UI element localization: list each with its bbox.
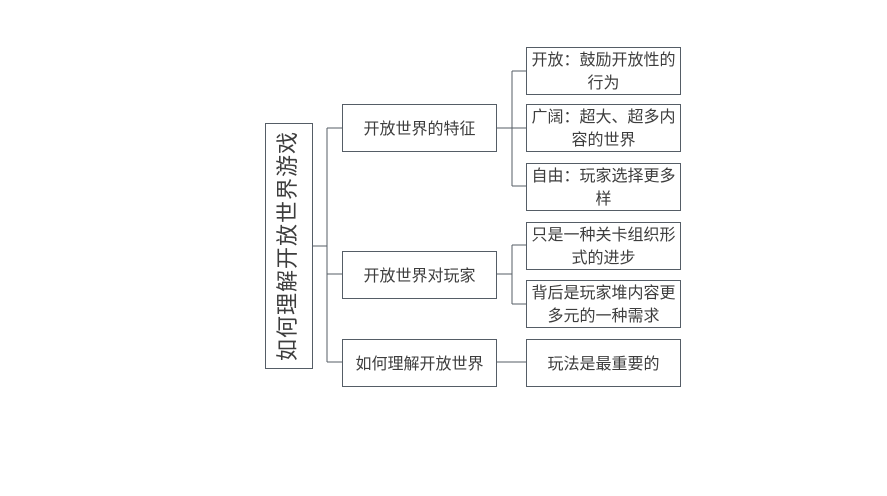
leaf-node-content-demand[interactable]: 背后是玩家堆内容更多元的一种需求: [526, 280, 681, 328]
branch-node-features[interactable]: 开放世界的特征: [342, 104, 497, 152]
leaf-node-open[interactable]: 开放：鼓励开放性的行为: [526, 47, 681, 95]
leaf-node-label: 玩法是最重要的: [547, 353, 660, 373]
branch-node-understanding[interactable]: 如何理解开放世界: [342, 339, 497, 387]
leaf-node-level-design[interactable]: 只是一种关卡组织形式的进步: [526, 222, 681, 270]
leaf-node-label: 自由：玩家选择更多样: [531, 166, 676, 208]
leaf-node-label: 广阔：超大、超多内容的世界: [531, 107, 676, 149]
leaf-node-label: 背后是玩家堆内容更多元的一种需求: [531, 283, 676, 325]
leaf-node-vast[interactable]: 广阔：超大、超多内容的世界: [526, 104, 681, 152]
branch-node-players[interactable]: 开放世界对玩家: [342, 251, 497, 299]
branch-node-label: 如何理解开放世界: [355, 353, 484, 373]
leaf-node-freedom[interactable]: 自由：玩家选择更多样: [526, 163, 681, 211]
branch-node-label: 开放世界的特征: [363, 118, 476, 138]
leaf-node-label: 只是一种关卡组织形式的进步: [531, 225, 676, 267]
root-node[interactable]: 如何理解开放世界游戏: [265, 123, 313, 369]
branch-node-label: 开放世界对玩家: [363, 265, 476, 285]
leaf-node-gameplay[interactable]: 玩法是最重要的: [526, 339, 681, 387]
leaf-node-label: 开放：鼓励开放性的行为: [531, 50, 676, 92]
root-node-label: 如何理解开放世界游戏: [276, 130, 302, 362]
